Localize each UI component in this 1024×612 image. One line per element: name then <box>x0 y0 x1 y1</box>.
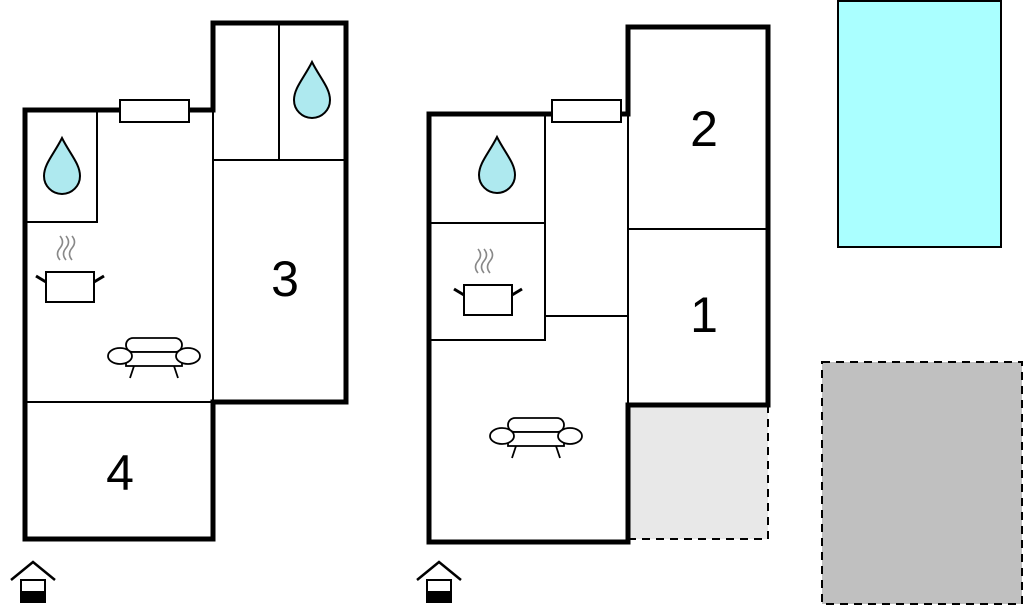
right-floor-outer-wall <box>426 24 771 545</box>
right-floor-interior-walls <box>429 114 768 405</box>
room-number-4: 4 <box>106 445 134 501</box>
room-number-3: 3 <box>271 251 299 307</box>
left-floor-interior-walls <box>25 23 346 403</box>
parking-area <box>821 361 1023 605</box>
terrace-area <box>627 404 769 540</box>
right-floor-plan: 2 1 <box>415 24 771 604</box>
left-floor-window <box>119 99 190 123</box>
room-number-1: 1 <box>690 287 718 343</box>
left-floor-plan: 3 4 <box>9 20 349 604</box>
room-number-2: 2 <box>690 101 718 157</box>
house-ground-floor-icon <box>9 560 57 604</box>
pool-area <box>837 0 1002 248</box>
house-ground-floor-icon <box>415 560 463 604</box>
right-floor-window <box>551 99 622 123</box>
left-floor-outer-wall <box>22 20 349 542</box>
